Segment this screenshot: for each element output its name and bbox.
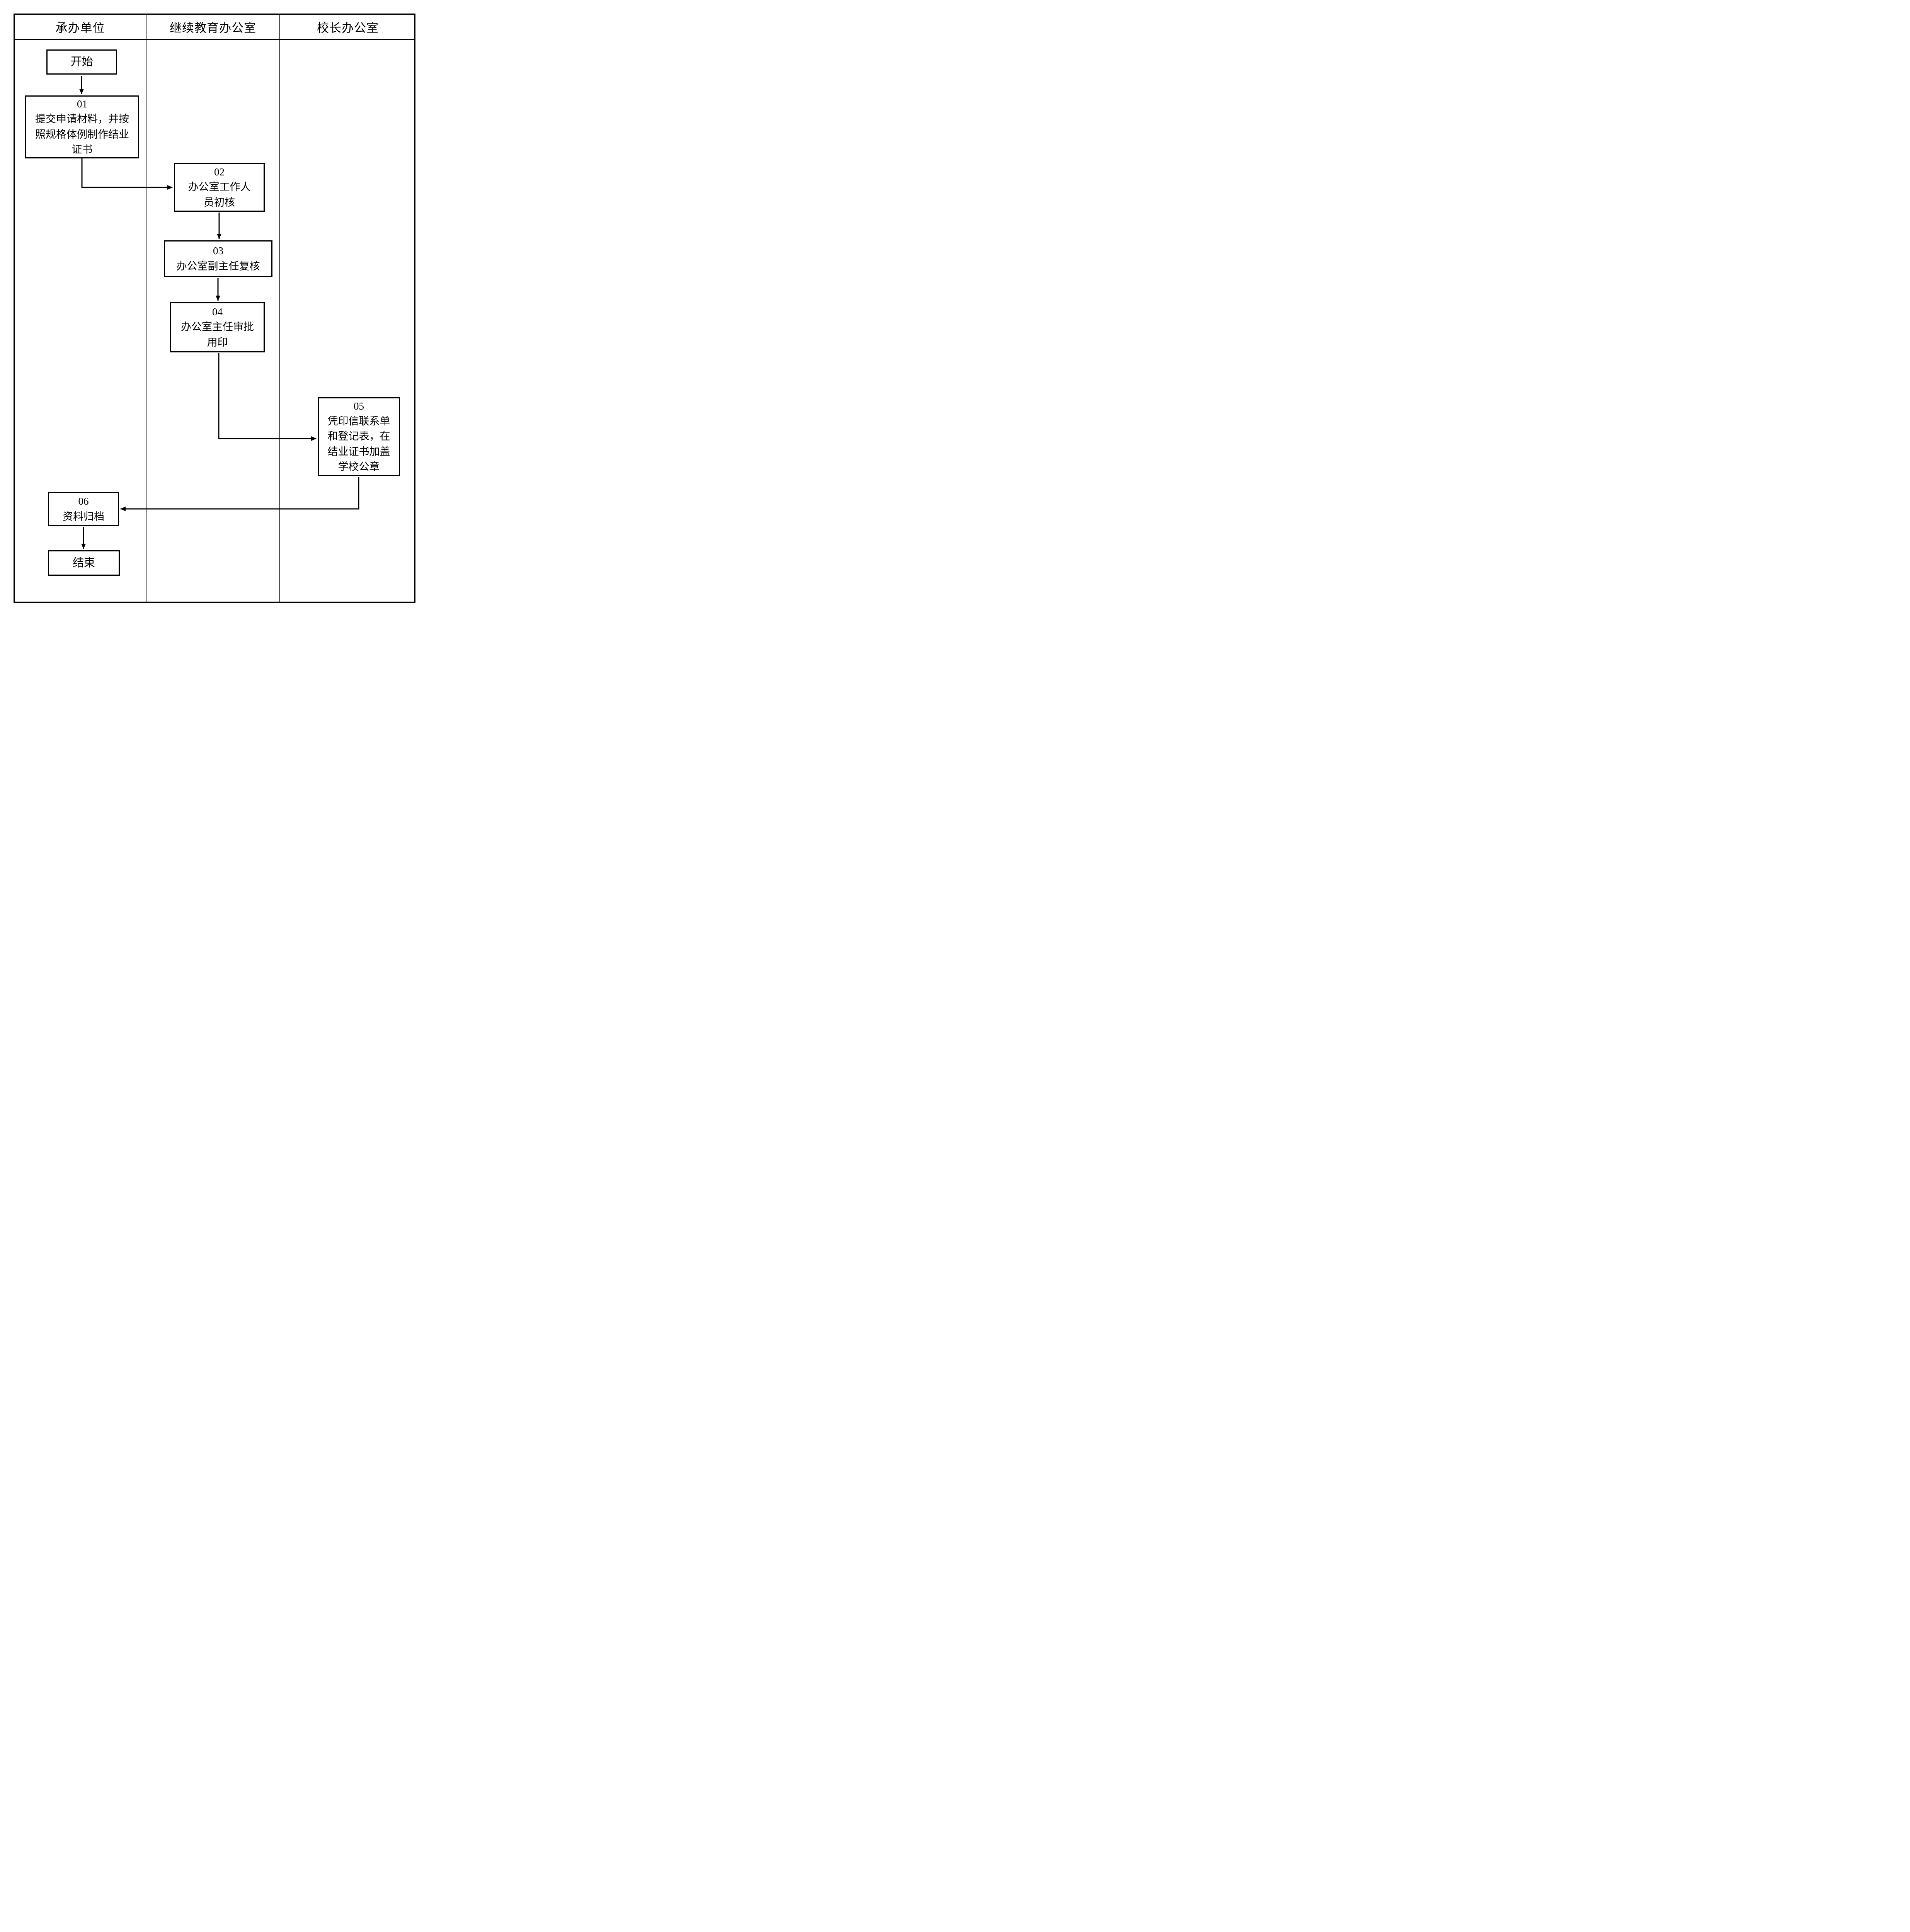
lane-header-principal-office: 校长办公室: [317, 21, 379, 35]
step-03-label: 办公室副主任复核: [176, 260, 260, 272]
connector-04-to-05: [218, 353, 317, 441]
step-04-number: 04: [212, 306, 223, 318]
step-04-label: 办公室主任审批 用印: [181, 321, 254, 348]
node-step-04: 04 办公室主任审批 用印: [170, 302, 265, 352]
end-label: 结束: [72, 556, 95, 569]
step-05-number: 05: [354, 400, 364, 412]
step-03-number: 03: [213, 245, 223, 257]
lane-header-continuing-education-office: 继续教育办公室: [170, 21, 256, 35]
node-end: 结束: [48, 550, 120, 576]
connectors-layer: [79, 76, 359, 549]
node-step-05: 05 凭印信联系单 和登记表，在 结业证书加盖 学校公章: [318, 397, 400, 476]
lane-header-undertaking-unit: 承办单位: [55, 21, 105, 35]
step-05-label: 凭印信联系单 和登记表，在 结业证书加盖 学校公章: [327, 415, 390, 473]
diagram-frame: [14, 14, 415, 603]
header-separator-line: [14, 39, 415, 40]
node-step-06: 06 资料归档: [48, 492, 119, 526]
step-01-label: 提交申请材料，并按 照规格体例制作结业 证书: [35, 113, 129, 155]
step-02-label: 办公室工作人 员初核: [188, 181, 251, 208]
flowchart: 承办单位 继续教育办公室 校长办公室 开始 01 提交申请材料，并按 照规格体例…: [0, 0, 430, 617]
connector-01-to-02: [81, 158, 173, 190]
node-start: 开始: [46, 49, 117, 75]
node-step-02: 02 办公室工作人 员初核: [174, 163, 265, 212]
step-06-label: 资料归档: [63, 510, 104, 522]
node-step-01: 01 提交申请材料，并按 照规格体例制作结业 证书: [25, 95, 139, 158]
step-02-number: 02: [214, 166, 225, 178]
connector-05-to-06: [120, 477, 359, 511]
step-01-number: 01: [77, 98, 87, 110]
step-06-number: 06: [78, 495, 89, 507]
node-step-03: 03 办公室副主任复核: [164, 240, 272, 277]
start-label: 开始: [70, 56, 93, 68]
lane-divider-2: [279, 14, 280, 603]
